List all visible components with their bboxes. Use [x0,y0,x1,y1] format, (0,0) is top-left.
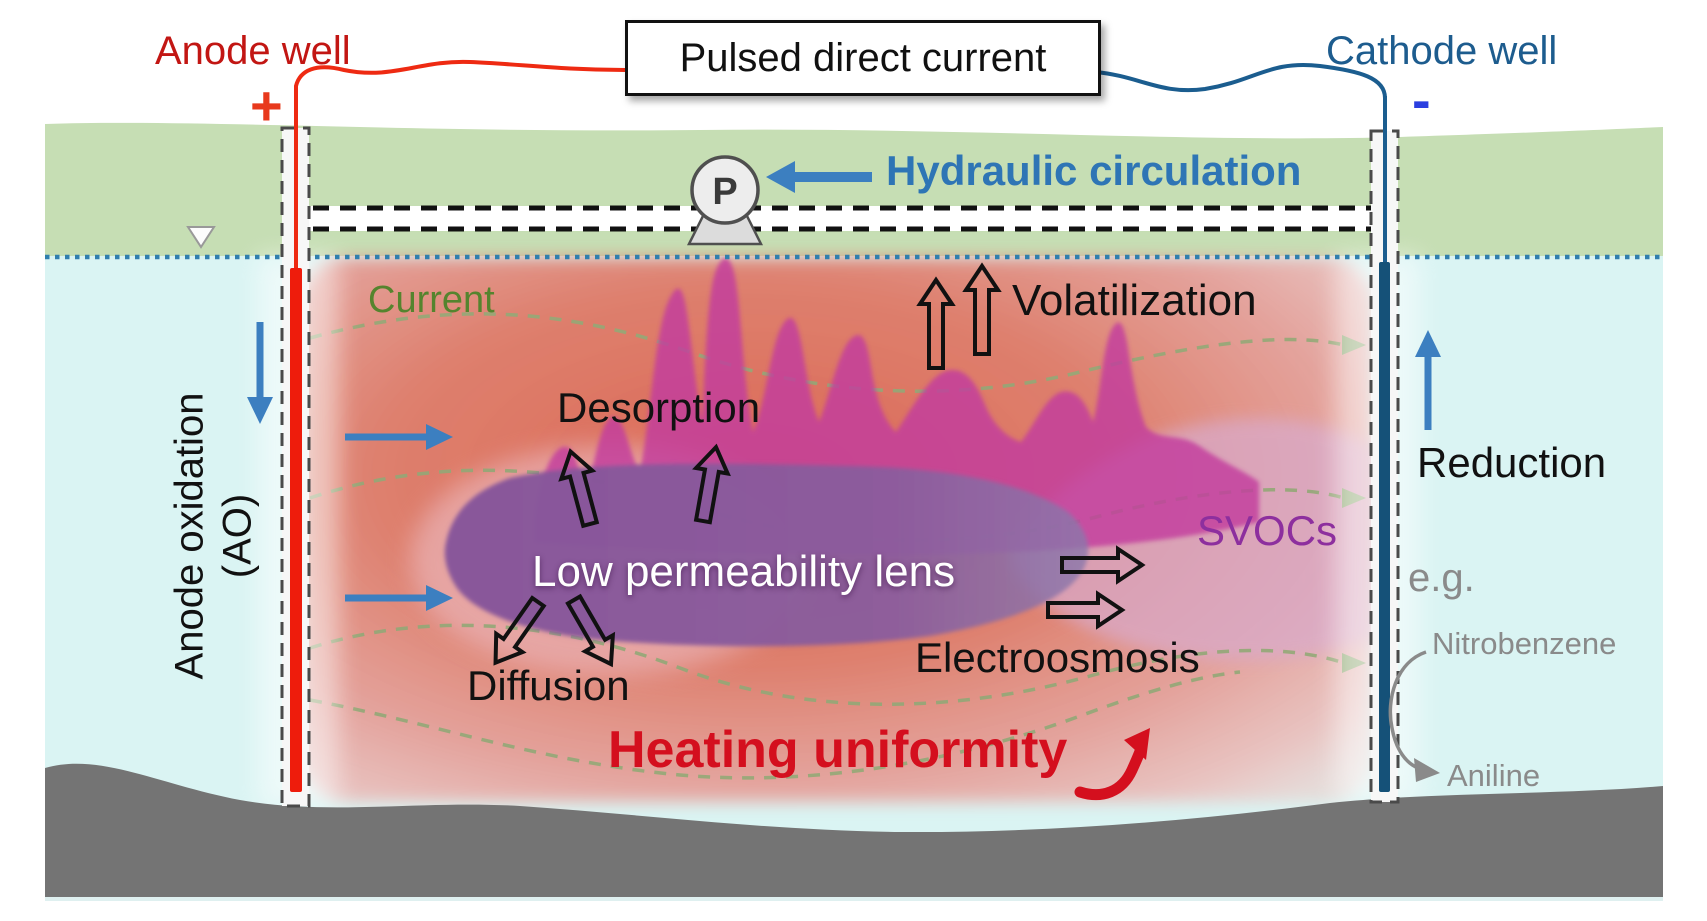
flow-right-arrow-2-head [426,585,453,611]
cathode-power-wire [1094,63,1387,134]
anode-down-arrow-head [247,397,273,424]
desorption-arrow-1 [558,448,600,529]
lens-label: Low permeability lens [532,547,956,596]
groundwater-flow-arrows [247,161,1441,611]
reduction-reaction-arrow-head [1414,758,1440,782]
low-permeability-lens [444,463,1089,647]
cathode-up-arrow-head [1415,330,1441,357]
field-line-3 [309,623,1345,706]
pulsed-dc-label: Pulsed direct current [679,35,1047,80]
cathode-well-label: Cathode well [1326,29,1558,73]
svocs-label: SVOCs [1197,507,1338,554]
reduction-reaction-arrow [1388,650,1427,770]
desorption-label: Desorption [557,384,761,431]
electroosmosis-arrow-2 [1046,590,1126,630]
anode-oxidation-label: Anode oxidation (AO) [48,393,378,680]
water-table-triangle-icon [186,226,216,249]
nitrobenzene-label: Nitrobenzene [1432,626,1617,661]
diffusion-label: Diffusion [467,662,630,709]
current-label: Current [368,279,495,321]
electroosmosis-label: Electroosmosis [915,634,1200,681]
hydraulic-circulation-label: Hydraulic circulation [886,147,1302,194]
pulsed-dc-box: Pulsed direct current [625,20,1101,96]
process-arrows [493,262,1146,668]
anode-electrode [290,268,302,792]
eg-label: e.g. [1408,556,1475,600]
reduction-label: Reduction [1417,439,1607,486]
field-line-4 [309,670,1241,780]
anode-power-wire [294,59,626,132]
flow-right-arrow-1-head [426,424,453,450]
volatilization-label: Volatilization [1012,276,1257,325]
heating-swoosh-head [1124,728,1150,760]
bedrock-layer [45,763,1663,897]
field-line-2 [309,468,1345,542]
pump-label: P [712,171,737,213]
anode-oxidation-line2: (AO) [215,493,259,579]
heating-uniformity-label: Heating uniformity [608,721,1068,779]
electroosmosis-arrow-1 [1060,545,1146,585]
anode-plus-sign: + [250,74,283,137]
desorption-arrow-2 [692,443,731,525]
volatilization-arrow-1 [916,276,956,370]
diffusion-arrow-2 [565,593,616,668]
pump-body [690,155,760,225]
volatilization-arrow-2 [962,262,1002,356]
diffusion-arrow-1 [493,595,547,666]
bottom-edge-line [45,897,1663,901]
cathode-minus-sign: - [1412,68,1431,131]
anode-oxidation-line1: Anode oxidation [167,392,211,680]
aniline-label: Aniline [1447,758,1541,793]
anode-oxidation-text: Anode oxidation (AO) [165,393,261,680]
hydraulic-arrow-head [766,161,795,193]
anode-well-label: Anode well [155,29,351,73]
cathode-electrode [1379,262,1390,792]
